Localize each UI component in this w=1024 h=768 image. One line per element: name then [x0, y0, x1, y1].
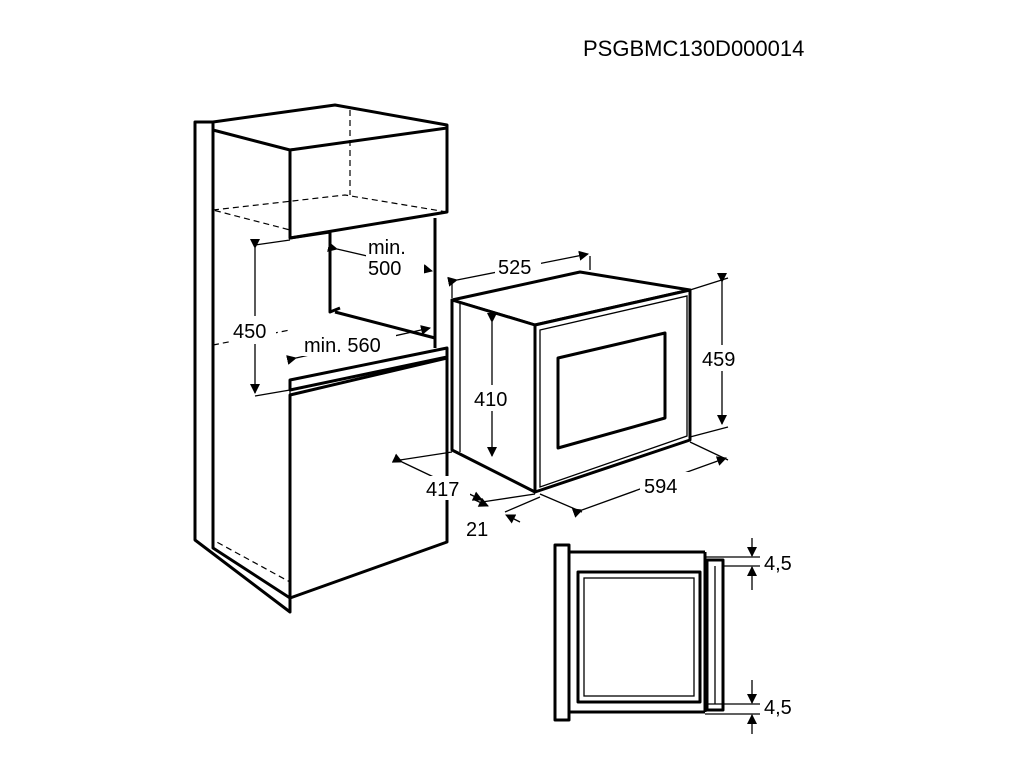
section-view: 4,5 4,5 — [553, 538, 792, 734]
top-gap-label: 4,5 — [764, 553, 792, 575]
niche-depth-label-line2: 500 — [368, 258, 401, 280]
oven-door-window — [556, 331, 667, 450]
oven-width-label: 594 — [644, 476, 677, 498]
niche-width-label: min. 560 — [304, 335, 381, 357]
cabinet-side-panel — [193, 120, 292, 614]
section-inner-cavity — [576, 570, 702, 704]
front-offset-label: 21 — [466, 519, 488, 541]
niche-back-corner — [289, 230, 341, 314]
oven-side-depth-label: 417 — [426, 479, 459, 501]
bottom-gap-label: 4,5 — [764, 697, 792, 719]
cabinet: 450 min. 500 min. 560 — [193, 103, 449, 614]
cabinet-lower-front — [288, 356, 449, 600]
oven-depth-label: 525 — [498, 257, 531, 279]
microwave-oven: 525 459 410 594 417 21 — [391, 250, 748, 541]
document-code: PSGBMC130D000014 — [583, 36, 804, 61]
section-outer-frame — [553, 543, 571, 722]
niche-depth-label-line1: min. — [368, 237, 406, 259]
niche-height-label: 450 — [233, 321, 266, 343]
oven-inner-height-label: 410 — [474, 389, 507, 411]
cabinet-upper-front — [288, 126, 449, 240]
oven-height-label: 459 — [702, 349, 735, 371]
